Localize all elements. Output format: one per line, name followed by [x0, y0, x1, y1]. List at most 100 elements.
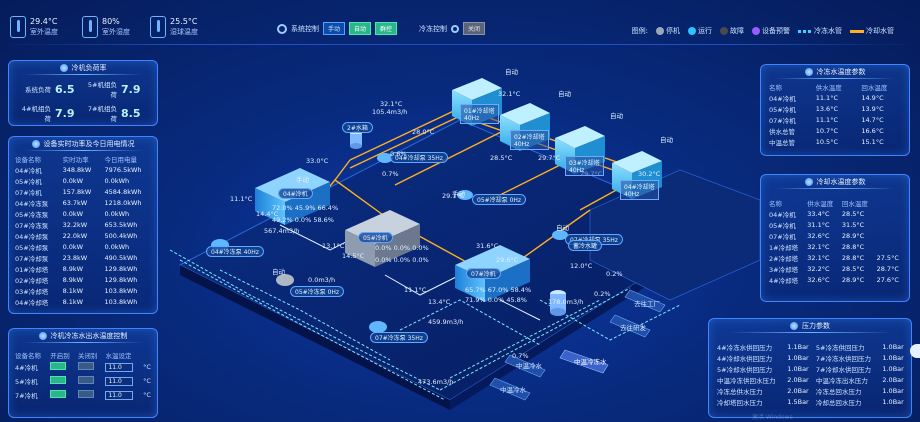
- panel-title-text: 压力参数: [802, 322, 830, 330]
- chiller-4-label[interactable]: 04#冷机: [278, 188, 313, 199]
- pressure-value: 1.5Bar: [787, 397, 809, 406]
- chiller-value: 0.0%: [393, 244, 411, 252]
- panel-bullet-icon: [59, 64, 68, 72]
- pump-07-chilled[interactable]: 07#冷冻泵 35Hz: [370, 332, 428, 343]
- device-name: 05#冷机: [769, 105, 796, 114]
- device-name: 05#冷机: [15, 177, 42, 186]
- load-value: 6.5: [55, 82, 75, 96]
- chiller-value: 66.4%: [317, 204, 339, 212]
- chiller-value: 0.0%: [294, 216, 312, 224]
- freeze-off-button[interactable]: 关闭: [463, 22, 486, 35]
- pressure-value: 2.0Bar: [787, 386, 809, 395]
- chiller-7-label[interactable]: 07#冷机: [466, 268, 501, 279]
- group-mode-button[interactable]: 群控: [375, 22, 398, 35]
- realtime-power: 63.7kW: [62, 198, 88, 207]
- temp-label: 12.0°C: [570, 262, 593, 270]
- on-toggle[interactable]: [50, 376, 67, 384]
- temp-label: 11.1°C: [230, 195, 253, 203]
- temp-setpoint-input[interactable]: 11.0: [105, 376, 134, 386]
- flow-label: 567.4m3/h: [264, 227, 300, 235]
- pipe-temp-label: 32.1°C: [380, 100, 403, 108]
- temp-setpoint-input[interactable]: 11.0: [105, 390, 134, 400]
- return-temp: 13.9°C: [861, 104, 884, 113]
- temp-label: 29.1°C: [442, 192, 465, 200]
- panel-title: 冷却水温度参数: [761, 175, 909, 189]
- auto-mode-button[interactable]: 自动: [349, 22, 372, 35]
- off-toggle[interactable]: [77, 390, 94, 398]
- plant-scene: 32.1°C 105.4m3/h 32.1°C 29.7°C 30.2°C 28…: [160, 60, 760, 422]
- pressure-value: 1.0Bar: [882, 342, 904, 351]
- pressure-name: 5#冷却水供回压力: [717, 365, 773, 374]
- extra-temp: [875, 241, 905, 252]
- chiller-value: 49.2%: [272, 216, 293, 224]
- off-toggle-cell: [76, 360, 104, 374]
- pump-05-cooling[interactable]: 05#冷却泵 0Hz: [472, 194, 527, 205]
- on-toggle[interactable]: [50, 362, 67, 370]
- freeze-control-label: 冷冻控制: [419, 24, 448, 33]
- pump-name: 05#冷冻泵: [295, 289, 326, 296]
- device-name: 01#冷却塔: [15, 265, 49, 274]
- tower-value: 40Hz: [569, 167, 585, 174]
- realtime-power: 32.2kW: [62, 220, 88, 229]
- pump-04-cooling[interactable]: 04#冷却泵 35Hz: [390, 152, 448, 163]
- temp-label: 29.7°C: [538, 154, 561, 162]
- daily-energy: 500.4kWh: [104, 231, 138, 240]
- off-toggle[interactable]: [77, 376, 94, 384]
- manual-mode-button[interactable]: 手动: [323, 22, 346, 35]
- mode-tag: 手动: [452, 190, 465, 198]
- tower-name: 02#冷却塔: [514, 134, 545, 141]
- pump-04-chilled[interactable]: 04#冷冻泵 40Hz: [206, 246, 264, 257]
- pressure-value: 1.1Bar: [787, 342, 809, 351]
- panel-title-text: 设备实时功率及今日用电情况: [43, 140, 135, 148]
- percent-label: 0.7%: [382, 170, 399, 178]
- pressure-value: 1.0Bar: [787, 364, 809, 373]
- return-temp: 28.5°C: [841, 209, 865, 218]
- device-name: 05#冷机: [769, 221, 796, 230]
- side-scroll-handle[interactable]: [910, 344, 920, 358]
- pipe-flow-label: 105.4m3/h: [372, 108, 408, 116]
- load-value: 8.5: [121, 106, 141, 120]
- setpoint-cell: 11.0: [103, 388, 141, 402]
- pressure-name: 4#冷冻水供回压力: [717, 343, 773, 352]
- wetbulb-temp-value: 25.5°C: [170, 17, 198, 26]
- supply-temp: 33.4°C: [807, 209, 830, 218]
- unit-label: °C: [143, 363, 151, 371]
- daily-energy: 7976.5kWh: [104, 165, 142, 174]
- water-tank: [350, 131, 566, 316]
- header-cell: 设备名称: [15, 155, 41, 164]
- chilled-pipe-icon: [798, 29, 812, 33]
- device-name: 04#冷机: [769, 210, 796, 219]
- off-toggle[interactable]: [77, 362, 94, 370]
- chiller-5-label[interactable]: 05#冷机: [358, 232, 393, 243]
- on-toggle[interactable]: [50, 390, 67, 398]
- pipe-temp-label: 32.1°C: [498, 90, 521, 98]
- panel-bullet-icon: [804, 178, 813, 186]
- legend-fault: 故障: [720, 26, 744, 36]
- mode-tag: 自动: [505, 68, 518, 76]
- tower-name: 04#冷却塔: [624, 184, 655, 191]
- panel-title: 设备实时功率及今日用电情况: [9, 137, 157, 151]
- tower-value: 40Hz: [624, 191, 640, 198]
- floor-edge: [180, 265, 450, 410]
- pressure-value: 1.0Bar: [882, 386, 904, 395]
- device-name: 1#冷却塔: [769, 243, 799, 252]
- pump-05-chilled[interactable]: 05#冷冻泵 0Hz: [290, 286, 345, 297]
- panel-title-text: 冷却水温度参数: [816, 178, 866, 186]
- temp-setpoint-input[interactable]: 11.0: [105, 362, 134, 372]
